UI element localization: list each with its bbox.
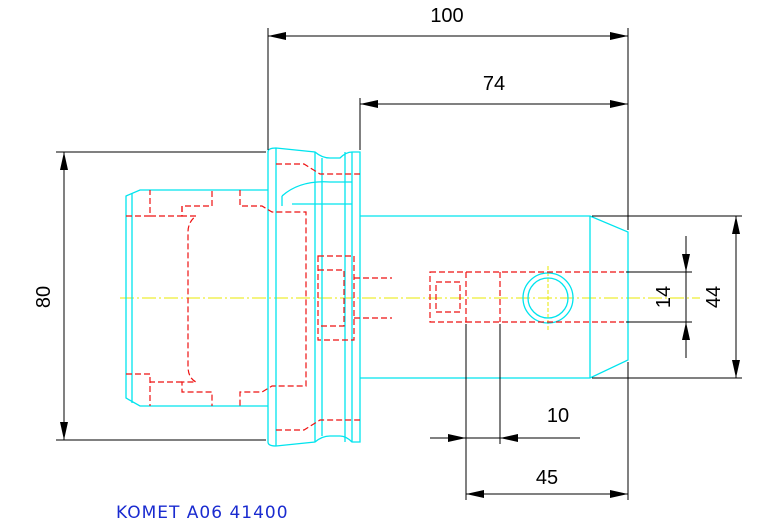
dim-flange-diameter: 80 [33, 286, 55, 308]
tool-holder-outline [125, 147, 629, 447]
dimension-lines [56, 28, 742, 500]
dim-shank-diameter: 44 [703, 286, 725, 308]
dim-bore-offset: 45 [536, 467, 558, 489]
center-lines [120, 266, 700, 330]
hidden-lines [126, 163, 624, 431]
dim-overall-length: 100 [430, 5, 463, 27]
dim-bore-diameter: 14 [653, 286, 675, 308]
drawing-title: KOMET A06 41400 [116, 503, 289, 523]
dim-bore-depth: 10 [547, 405, 569, 427]
dim-shank-length: 74 [483, 73, 505, 95]
